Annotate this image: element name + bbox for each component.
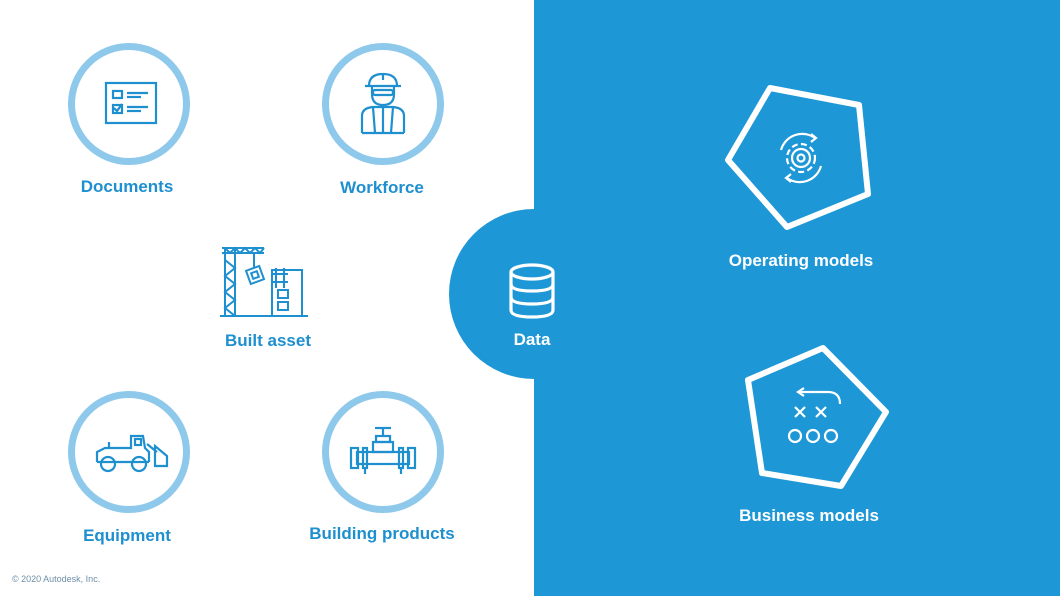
construction-worker-icon [360,72,406,135]
operating-models-pentagon [725,85,871,230]
business-models-label: Business models [739,506,879,525]
gear-cycle-icon [779,132,823,184]
building-products-ring [322,391,444,513]
workforce-ring [322,43,444,165]
workforce-label: Workforce [340,178,424,197]
equipment-ring [68,391,190,513]
copyright-text: © 2020 Autodesk, Inc. [12,574,101,584]
playbook-strategy-icon [787,387,842,444]
pipe-valve-icon [349,426,417,474]
operating-models-label: Operating models [728,251,874,270]
building-products-label: Building products [309,524,455,543]
data-circle [449,209,619,379]
business-models-pentagon [745,345,889,489]
right-panel [534,0,1060,596]
data-label: Data [513,330,551,349]
database-icon [509,263,555,319]
documents-ring [68,43,190,165]
document-checklist-icon [104,81,158,125]
equipment-label: Equipment [83,526,171,545]
documents-label: Documents [80,177,174,196]
built-asset-label: Built asset [225,331,311,350]
crane-building-icon [220,246,308,317]
wheel-loader-icon [95,434,169,473]
